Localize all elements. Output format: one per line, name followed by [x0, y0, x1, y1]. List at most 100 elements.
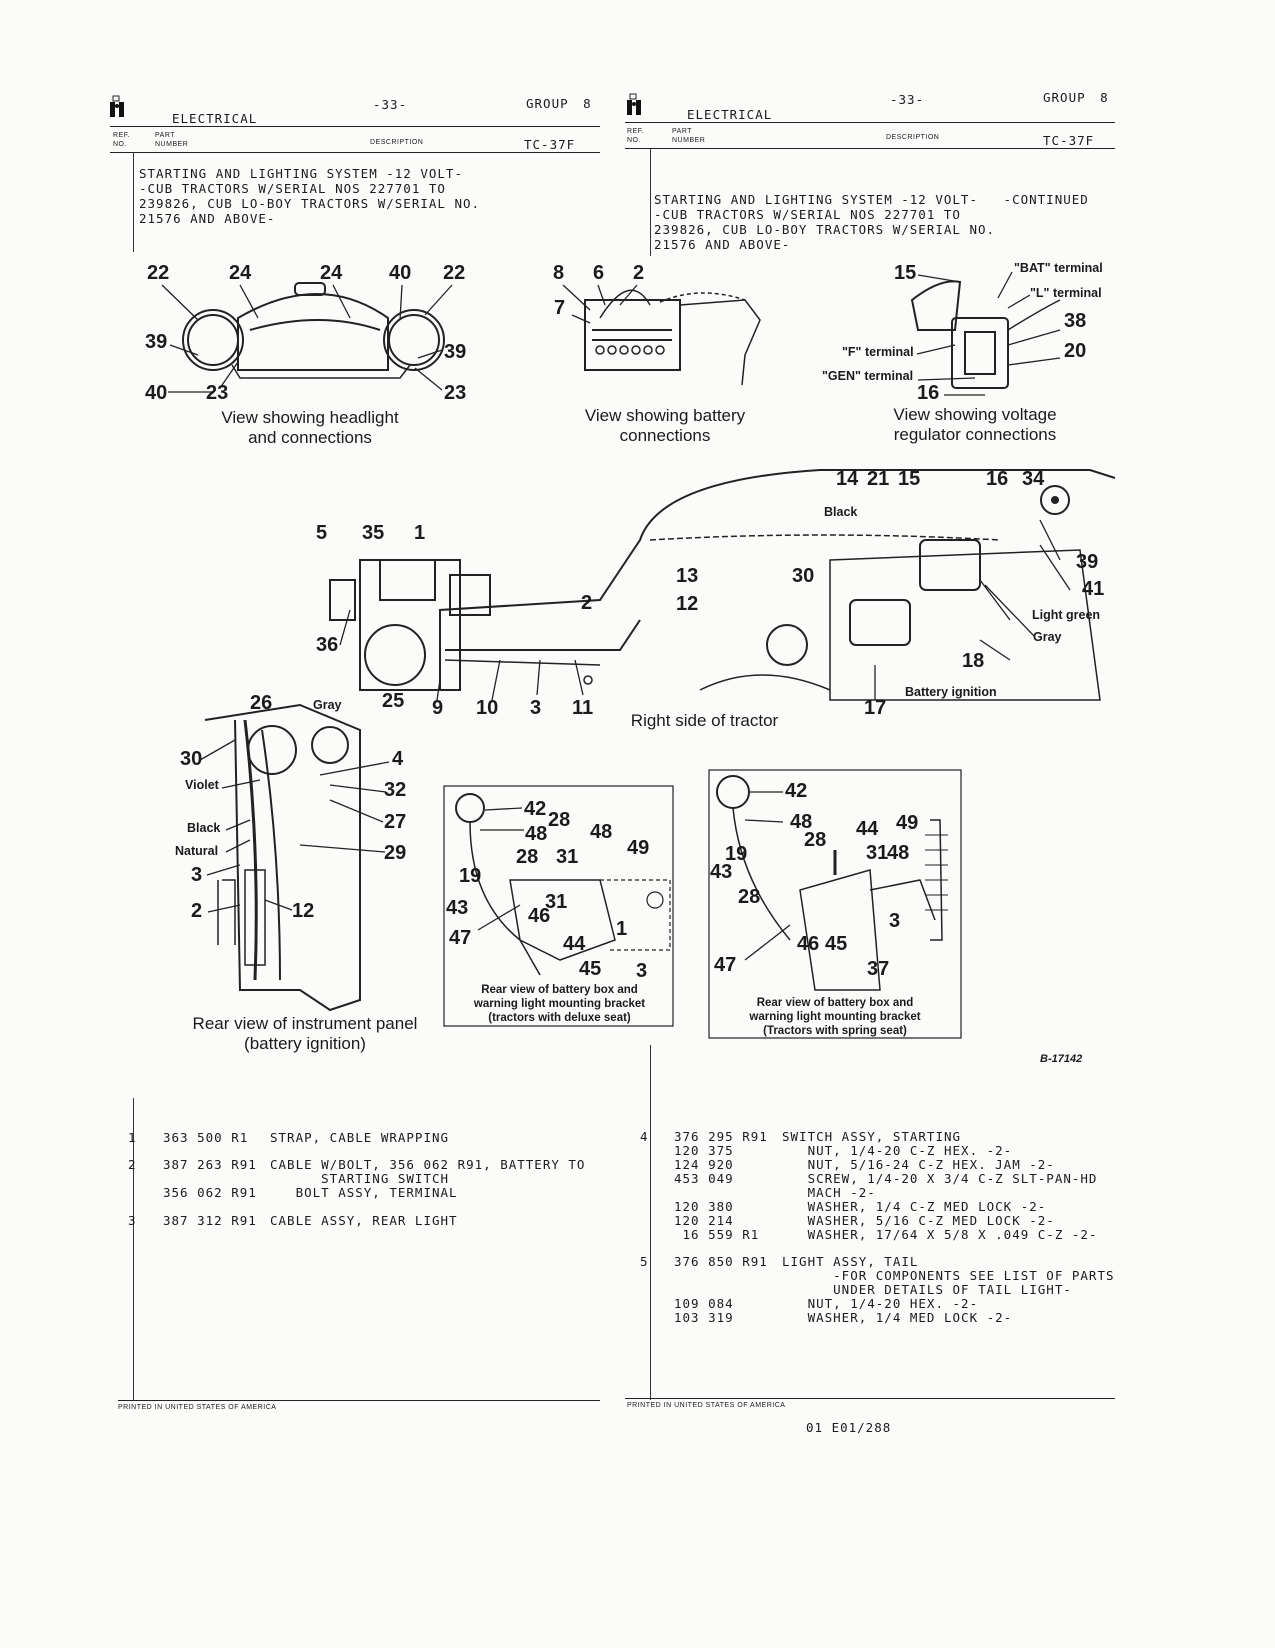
part-number: 376 295 R91: [674, 1129, 768, 1144]
left-section-title: ELECTRICAL: [172, 111, 258, 126]
callout: 22: [147, 262, 170, 284]
callout: 6: [593, 262, 605, 284]
callout: 30: [792, 565, 815, 587]
callout: 39: [444, 341, 467, 363]
right-model: TC-37F: [1043, 133, 1095, 148]
part-number: 363 500 R1: [163, 1130, 249, 1145]
part-number: 103 319: [674, 1310, 734, 1325]
left-printed-note: PRINTED IN UNITED STATES OF AMERICA: [118, 1404, 277, 1411]
callout: 7: [554, 297, 566, 319]
part-number: 120 214: [674, 1213, 734, 1228]
callout: 34: [1022, 468, 1045, 490]
light-green-wire-label: Light green: [1032, 608, 1101, 622]
callout: 16: [917, 382, 940, 404]
left-page-number: -33-: [373, 97, 408, 112]
callout: 8: [553, 262, 565, 284]
callout: 41: [1082, 578, 1105, 600]
document-code: 01 E01/288: [806, 1420, 892, 1435]
black-wire-label: Black: [187, 821, 221, 835]
callout: 48: [590, 821, 613, 843]
callout: 4: [392, 748, 404, 770]
ref-number: 3: [128, 1213, 137, 1228]
callout: 42: [524, 798, 547, 820]
callout: 20: [1064, 340, 1087, 362]
right-group: GROUP 8: [1043, 90, 1109, 105]
callout: 24: [320, 262, 343, 284]
callout: 29: [384, 842, 407, 864]
callout: 25: [382, 690, 405, 712]
part-description: NUT, 1/4-20 HEX. -2-: [782, 1296, 979, 1311]
callout: 48: [790, 811, 813, 833]
right-side-caption: Right side of tractor: [630, 711, 779, 730]
callout: 36: [316, 634, 339, 656]
callout: 22: [443, 262, 466, 284]
part-number: 356 062 R91: [163, 1185, 257, 1200]
part-number: 387 312 R91: [163, 1213, 257, 1228]
callout: 30: [180, 748, 203, 770]
callout: 42: [785, 780, 808, 802]
part-description: WASHER, 1/4 MED LOCK -2-: [782, 1310, 1013, 1325]
figure-number: B-17142: [1040, 1053, 1083, 1065]
part-number: 120 380: [674, 1199, 734, 1214]
part-description: MACH -2-: [782, 1185, 876, 1200]
callout: 2: [581, 592, 593, 614]
callout: 9: [432, 697, 444, 719]
part-number: 109 084: [674, 1296, 734, 1311]
part-description: WASHER, 17/64 X 5/8 X .049 C-Z -2-: [782, 1227, 1098, 1242]
black-wire-label: Black: [824, 505, 858, 519]
ref-number: 1: [128, 1130, 137, 1145]
callout: 5: [316, 522, 328, 544]
callout: 48: [887, 842, 910, 864]
part-number: 376 850 R91: [674, 1254, 768, 1269]
callout: 1: [414, 522, 426, 544]
violet-wire-label: Violet: [185, 778, 219, 792]
part-number: 120 375: [674, 1143, 734, 1158]
left-description-label: DESCRIPTION: [370, 139, 424, 146]
callout: 38: [1064, 310, 1087, 332]
part-description: CABLE W/BOLT, 356 062 R91, BATTERY TO: [270, 1157, 586, 1172]
callout: 43: [710, 861, 733, 883]
part-number: 387 263 R91: [163, 1157, 257, 1172]
callout: 24: [229, 262, 252, 284]
right-description-label: DESCRIPTION: [886, 134, 940, 141]
callout: 15: [894, 262, 917, 284]
callout: 19: [725, 843, 748, 865]
right-section-title: ELECTRICAL: [687, 107, 773, 122]
callout: 31: [866, 842, 889, 864]
callout: 48: [525, 823, 548, 845]
callout: 37: [867, 958, 890, 980]
left-intro: STARTING AND LIGHTING SYSTEM -12 VOLT--C…: [139, 166, 481, 226]
callout: 39: [145, 331, 168, 353]
callout: 2: [191, 900, 203, 922]
part-description: NUT, 5/16-24 C-Z HEX. JAM -2-: [782, 1157, 1055, 1172]
left-group: GROUP 8: [526, 96, 592, 111]
callout: 12: [292, 900, 315, 922]
callout: 14: [836, 468, 859, 490]
battery-ignition-label: Battery ignition: [905, 685, 997, 699]
bat-terminal-label: "BAT" terminal: [1014, 261, 1103, 275]
callout: 3: [889, 910, 901, 932]
callout: 47: [449, 927, 472, 949]
callout: 27: [384, 811, 407, 833]
callout: 35: [362, 522, 385, 544]
callout: 18: [962, 650, 985, 672]
part-description: NUT, 1/4-20 C-Z HEX. -2-: [782, 1143, 1013, 1158]
part-description: WASHER, 5/16 C-Z MED LOCK -2-: [782, 1213, 1055, 1228]
callout: 3: [636, 960, 648, 982]
callout: 28: [804, 829, 827, 851]
part-description: WASHER, 1/4 C-Z MED LOCK -2-: [782, 1199, 1047, 1214]
ref-number: 5: [640, 1254, 649, 1269]
callout: 31: [556, 846, 579, 868]
callout: 49: [896, 812, 919, 834]
callout: 44: [563, 933, 586, 955]
callout: 3: [530, 697, 542, 719]
callout: 45: [579, 958, 602, 980]
part-description: BOLT ASSY, TERMINAL: [270, 1185, 458, 1200]
callout: 28: [516, 846, 539, 868]
callout: 46: [797, 933, 820, 955]
